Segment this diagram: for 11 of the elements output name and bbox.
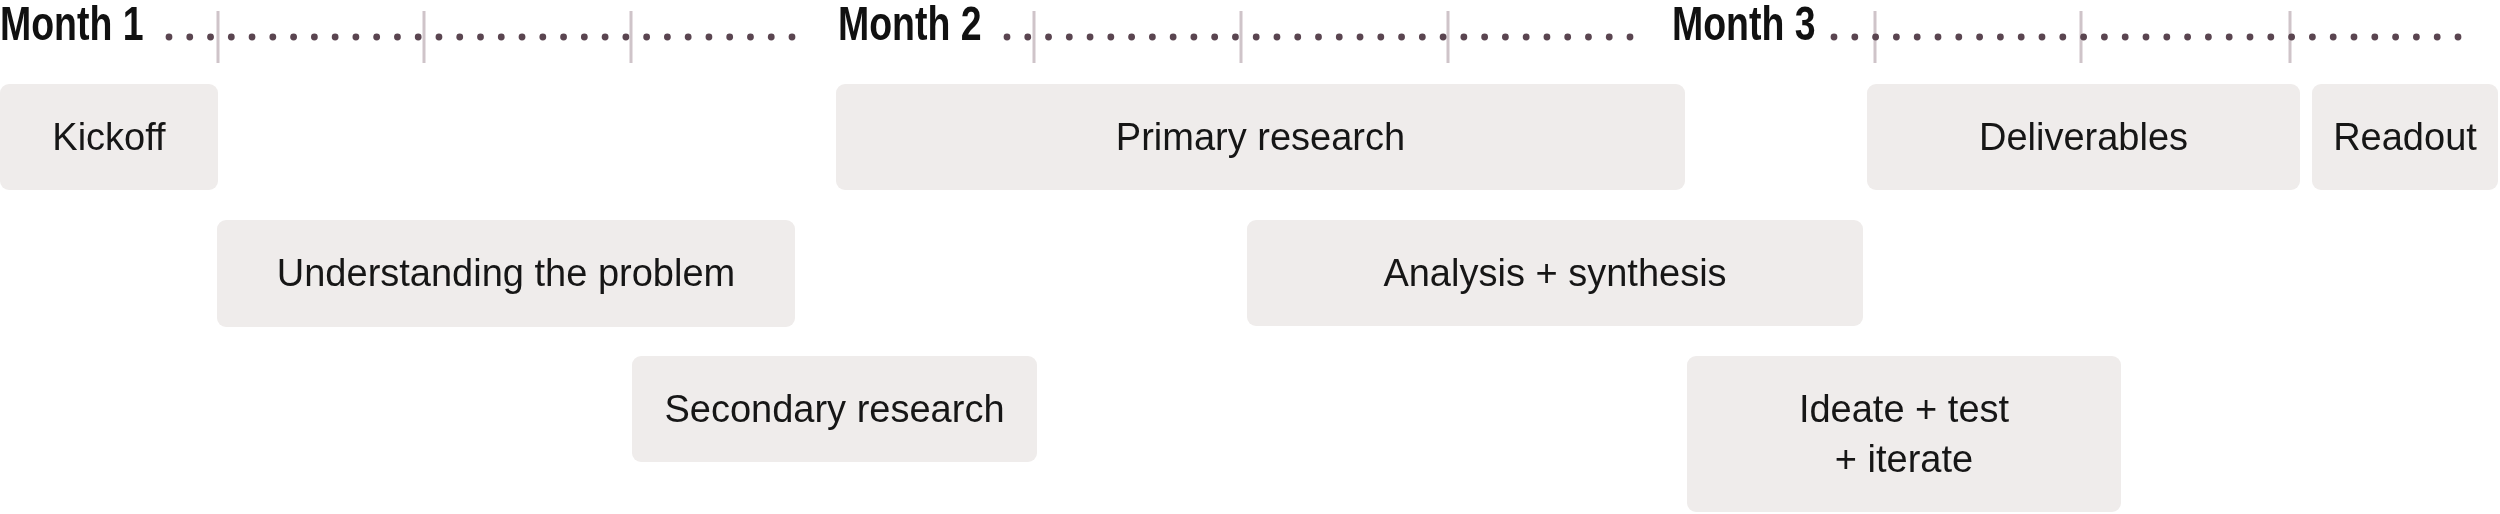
month-label: Month 2 xyxy=(838,0,982,48)
task-label: Kickoff xyxy=(52,114,166,160)
task-label: Ideate + test + iterate xyxy=(1797,386,2011,482)
month-label: Month 3 xyxy=(1672,0,1816,48)
task-label: Understanding the problem xyxy=(276,251,736,297)
task-label: Deliverables xyxy=(1978,114,2189,160)
task-label: Readout xyxy=(2333,114,2477,160)
month-label: Month 1 xyxy=(0,0,144,48)
task-label: Primary research xyxy=(1115,114,1406,160)
task-label: Secondary research xyxy=(664,386,1005,432)
task-label: Analysis + synthesis xyxy=(1383,250,1727,296)
